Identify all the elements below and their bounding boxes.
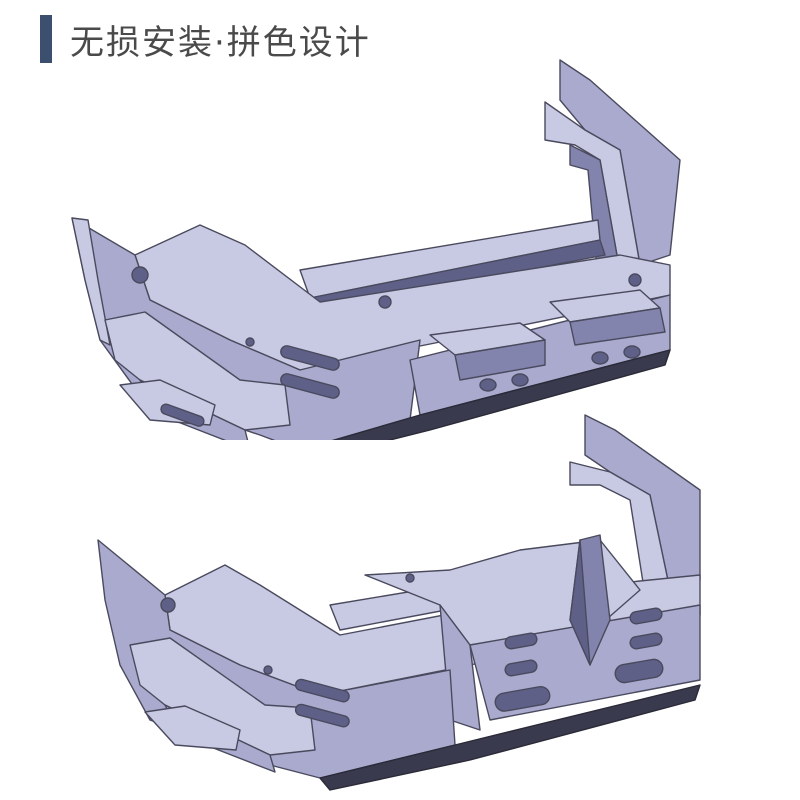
page-title: 无损安装·拼色设计 (70, 22, 371, 63)
bumper-3d-model-icon (97, 414, 701, 791)
header-accent-bar (40, 15, 52, 63)
page-header: 无损安装·拼色设计 (40, 14, 371, 64)
bumper-3d-model-icon (71, 59, 681, 440)
bottom-bumper-render (0, 400, 800, 800)
top-bumper-render (0, 40, 800, 440)
